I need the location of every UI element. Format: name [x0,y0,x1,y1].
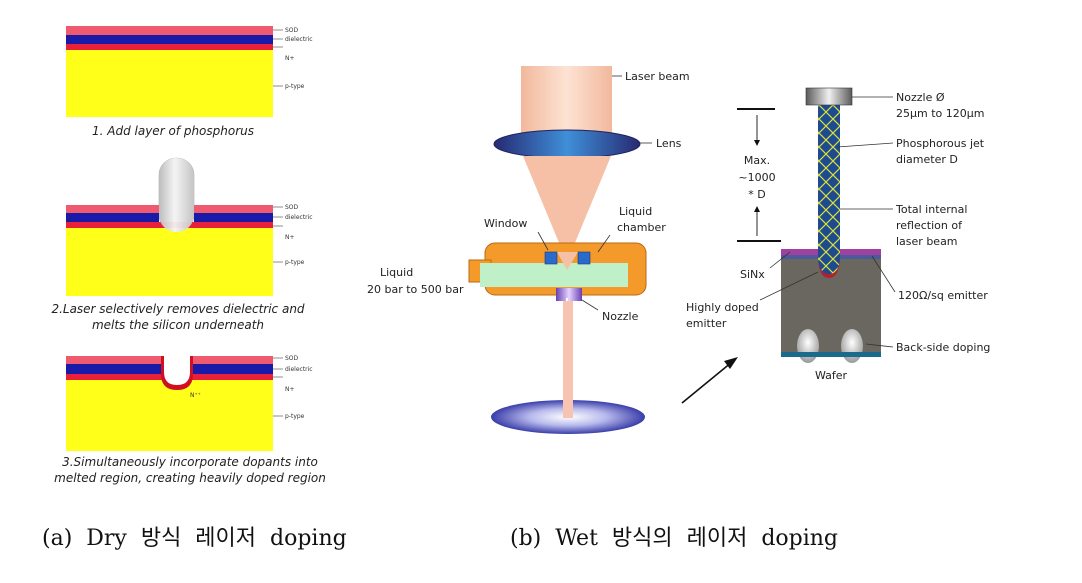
dielectric-layer [193,364,273,374]
ptype-label: p-type [285,259,305,266]
max-label-line3: * D [748,188,765,201]
wet-setup: Laser beam Lens Window Liquid chamber Li… [367,66,690,434]
ptype-substrate [66,380,273,451]
wafer-label: Wafer [815,369,848,382]
window-label: Window [484,217,527,230]
sod-layer [193,356,273,364]
highly-doped-label-line2: emitter [686,317,727,330]
ptype-label: p-type [285,413,305,420]
dielectric-label: dielectric [285,214,313,221]
jet-label-line1: Phosphorous jet [896,137,985,150]
step2-caption-line1: 2.Laser selectively removes dielectric a… [51,302,304,316]
step2-caption-line2: melts the silicon underneath [92,318,264,332]
backside-label: Back-side doping [896,341,990,354]
zoom-arrow [681,357,738,404]
ptype-label: p-type [285,83,305,90]
nozzle-label: Nozzle [602,310,639,323]
window [577,251,591,265]
highly-doped-label-line1: Highly doped [686,301,759,314]
emitter-label: 120Ω/sq emitter [898,289,988,302]
dielectric-label: dielectric [285,366,313,373]
laser-jet [563,298,573,418]
dry-step-3: SOD dielectric N+ N⁺⁺ p-type 3.Simultane… [54,355,326,485]
step1-caption: 1. Add layer of phosphorus [92,124,254,138]
focusing-cone [523,156,611,262]
npp-label: N⁺⁺ [190,392,201,399]
window [544,251,558,265]
caption-a: (a) Dry 방식 레이저 doping [42,526,347,551]
nozzle-diameter-label-line1: Nozzle Ø [896,91,945,104]
jet-label-line2: diameter D [896,153,958,166]
sod-label: SOD [285,27,299,34]
tir-label-line1: Total internal [895,203,967,216]
liquid-label-line1: Liquid [380,266,413,279]
backside-bump [841,329,863,363]
sod-label: SOD [285,355,299,362]
liquid-label-line2: 20 bar to 500 bar [367,283,464,296]
nplus-layer [66,44,273,50]
lens [493,129,641,159]
nozzle-diameter-label-line2: 25μm to 120μm [896,107,984,120]
dielectric-layer [66,364,161,374]
dielectric-label: dielectric [285,36,313,43]
sod-layer [194,205,273,213]
max-label-line2: ~1000 [738,171,775,184]
dielectric-layer [194,213,273,222]
dry-step-2: SOD dielectric N+ p-type 2.Laser selecti… [51,157,313,332]
step3-caption-line2: melted region, creating heavily doped re… [54,471,326,485]
dry-step-1: SOD dielectric N+ p-type 1. Add layer of… [66,26,313,138]
nozzle [805,87,853,106]
lens-label: Lens [656,137,682,150]
liquid-volume [480,263,628,287]
nplus-label: N+ [285,386,295,393]
nozzle [556,288,582,301]
ptype-substrate [66,50,273,117]
sinx-label: SiNx [740,268,765,281]
laser-beam-label: Laser beam [625,70,690,83]
liquid-chamber-label-line1: Liquid [619,205,652,218]
max-label-line1: Max. [744,154,770,167]
ptype-substrate [66,228,273,296]
nplus-label: N+ [285,234,295,241]
tir-label-line3: laser beam [896,235,958,248]
tir-label-line2: reflection of [896,219,963,232]
liquid-chamber-label-line2: chamber [617,221,666,234]
caption-b: (b) Wet 방식의 레이저 doping [510,526,838,551]
dielectric-layer [66,35,273,44]
step3-caption-line1: 3.Simultaneously incorporate dopants int… [62,455,318,469]
sod-layer [66,205,159,213]
backside-bump [797,329,819,363]
sod-layer [66,26,273,35]
sod-label: SOD [285,204,299,211]
dielectric-layer [66,213,159,222]
wet-detail: Max. ~1000 * D Nozzle Ø 25μm to 120μm Ph… [686,87,990,382]
sod-layer [66,356,161,364]
nplus-label: N+ [285,55,295,62]
